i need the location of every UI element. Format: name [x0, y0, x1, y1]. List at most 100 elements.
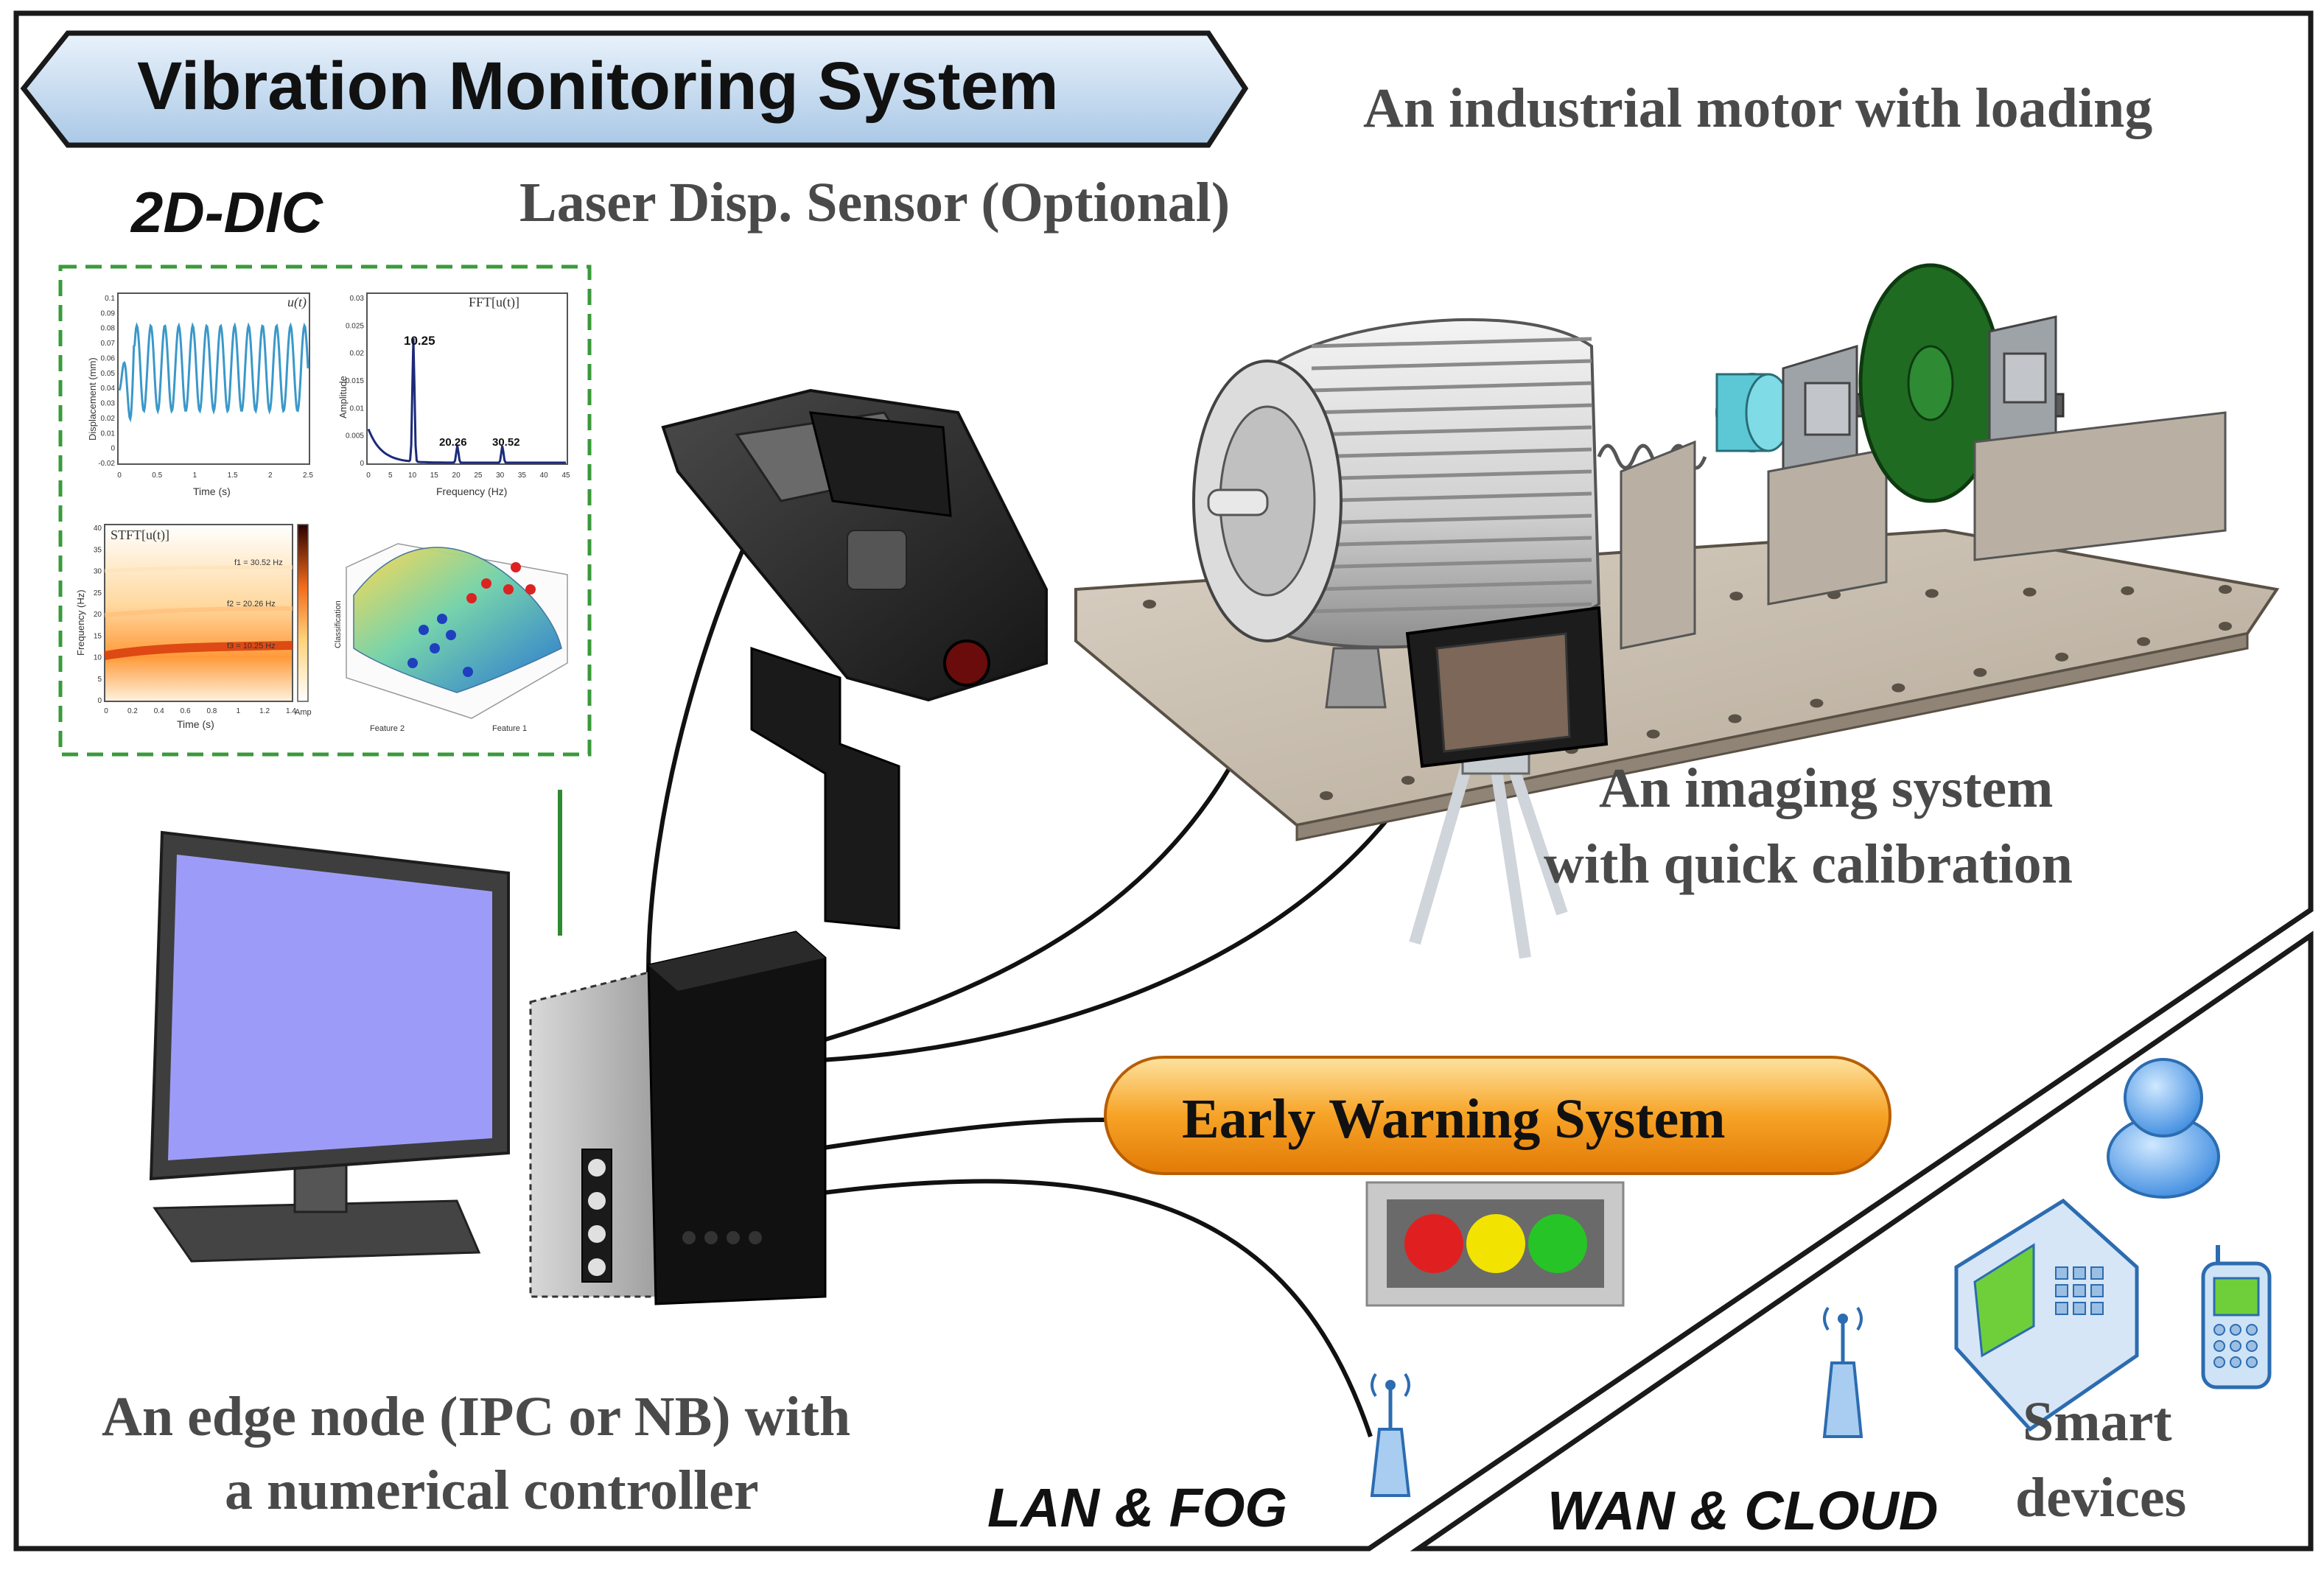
- laser-sensor-head: [809, 411, 952, 517]
- edge-node-label-line2: a numerical controller: [225, 1459, 759, 1521]
- scatter-point: [511, 562, 521, 572]
- tick-label: 0.1: [105, 295, 115, 303]
- scatter-point: [466, 593, 477, 603]
- imaging-label-line2: with quick calibration: [1544, 833, 2073, 895]
- page-title: Vibration Monitoring System: [137, 49, 1059, 124]
- scatter-point: [419, 625, 429, 635]
- tick-label: 0.03: [350, 295, 365, 303]
- motor-test-rig: [1074, 263, 2280, 841]
- tick-label: 0.2: [127, 707, 138, 715]
- tick-label: 5: [97, 676, 102, 684]
- bearing-stand-left: [1767, 448, 1888, 606]
- wan-cloud-label: WAN & CLOUD: [1547, 1480, 1938, 1541]
- tick-label: 0.01: [350, 404, 365, 413]
- stft-band-f1: [104, 565, 293, 573]
- stft-colorbar-label: Amp: [295, 708, 312, 717]
- pillow-block-right: [1988, 315, 2057, 458]
- wireless-antenna-icon-wan: [1822, 1306, 1863, 1438]
- tick-label: 0: [117, 472, 122, 480]
- user-icon: [2107, 1058, 2220, 1199]
- monitor-screen: [168, 855, 492, 1160]
- fft-plot: FFT[u(t)] 10.25 20.26 30.52 Frequency (H…: [337, 292, 570, 497]
- tick-label: 35: [94, 546, 102, 554]
- traffic-light-icon: [1365, 1181, 1625, 1307]
- ews-label: Early Warning System: [1182, 1088, 1726, 1150]
- support-bracket: [1620, 440, 1696, 650]
- title-banner: Vibration Monitoring System: [20, 30, 1249, 148]
- classification-points: [407, 562, 536, 677]
- tick-label: 0.02: [350, 350, 365, 358]
- tick-label: 0.6: [181, 707, 191, 715]
- tripod-leg-1: [1409, 764, 1472, 945]
- imaging-label-line1: An imaging system: [1599, 757, 2053, 819]
- stft-colorbar: [297, 524, 309, 702]
- tick-label: 15: [430, 472, 439, 480]
- laser-sensor-label: Laser Disp. Sensor (Optional): [519, 172, 1230, 234]
- tick-label: 10: [94, 654, 102, 662]
- smart-devices-label-line2: devices: [2015, 1467, 2186, 1529]
- stft-annotation-1: f1 = 30.52 Hz: [234, 558, 283, 567]
- early-warning-system: Early Warning System: [1104, 1056, 1891, 1175]
- motor-foot: [1325, 647, 1387, 709]
- tick-label: 1.5: [228, 472, 238, 480]
- tick-label: 0.025: [346, 322, 364, 330]
- classification-ylabel: Feature 1: [492, 724, 527, 733]
- tripod-leg-2: [1490, 765, 1531, 959]
- cloud-region-frame: [1410, 930, 2314, 1552]
- camera-screen: [1435, 632, 1571, 753]
- tick-label: 45: [561, 472, 570, 480]
- tripod-leg-3: [1505, 757, 1568, 916]
- tick-label: 1: [237, 707, 241, 715]
- fft-peak-label-1: 10.25: [404, 334, 435, 348]
- tick-label: 0: [360, 460, 364, 468]
- tick-label: 1.2: [259, 707, 270, 715]
- yellow-light: [1466, 1214, 1525, 1273]
- tick-label: 0.06: [101, 355, 116, 363]
- tick-label: 0.04: [101, 385, 116, 393]
- mobile-phone-icon: [2201, 1245, 2272, 1389]
- tick-label: 0.5: [152, 472, 162, 480]
- tick-label: 0.09: [101, 309, 116, 318]
- stft-plot: STFT[u(t)] f1 = 30.52 Hz f2 = 20.26 Hz f…: [75, 524, 312, 730]
- wireless-antenna-icon: [1370, 1373, 1411, 1497]
- fft-peak-label-3: 30.52: [492, 436, 520, 449]
- tick-label: 0: [97, 697, 102, 705]
- tick-label: 30: [496, 472, 505, 480]
- imaging-camera: [1405, 606, 1609, 959]
- classification-surface: [353, 547, 562, 693]
- scatter-point: [446, 630, 456, 640]
- classification-xlabel: Feature 2: [370, 724, 405, 733]
- tick-label: 2.5: [303, 472, 313, 480]
- tick-label: 10: [408, 472, 417, 480]
- tick-label: 0: [104, 707, 108, 715]
- time-plot-title: u(t): [287, 295, 307, 310]
- scatter-point: [407, 658, 418, 668]
- classification-plot: Classification Feature 2 Feature 1: [334, 543, 568, 733]
- tick-label: 1: [193, 472, 197, 480]
- ews-pill: [1104, 1056, 1891, 1175]
- tick-label: 0.005: [346, 432, 364, 441]
- classification-zlabel: Classification: [334, 600, 343, 648]
- edge-node-label-line1: An edge node (IPC or NB) with: [102, 1386, 850, 1448]
- laser-aperture: [943, 639, 990, 687]
- scatter-point: [503, 584, 514, 595]
- phone-keypad: [2213, 1324, 2258, 1368]
- tick-label: 0.4: [154, 707, 164, 715]
- stft-plot-title: STFT[u(t)]: [111, 527, 169, 543]
- tick-label: 1.4: [286, 707, 296, 715]
- scatter-point: [437, 614, 447, 624]
- fft-plot-xlabel: Frequency (Hz): [436, 485, 507, 497]
- laser-sensor: [661, 388, 1048, 930]
- fft-plot-ylabel: Amplitude: [337, 376, 349, 418]
- stft-band-f2: [104, 606, 293, 617]
- controller-unit: [529, 971, 672, 1298]
- stft-annotation-3: f3 = 10.25 Hz: [227, 642, 276, 651]
- smart-devices-label-line1: Smart: [2023, 1391, 2172, 1453]
- scatter-point: [525, 584, 536, 595]
- tick-label: 0.8: [206, 707, 217, 715]
